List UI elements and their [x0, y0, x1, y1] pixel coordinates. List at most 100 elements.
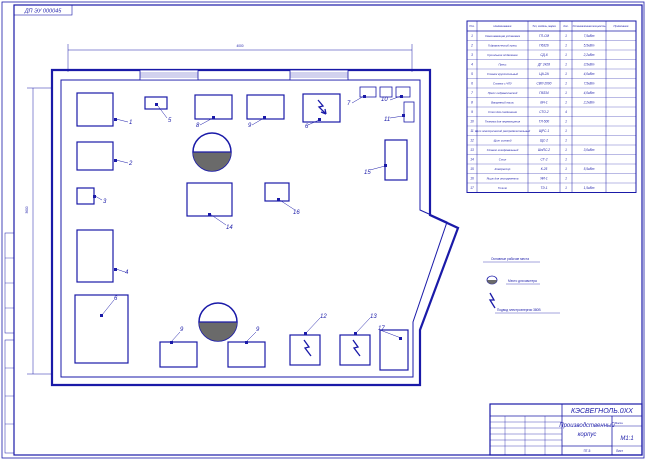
- table-cell: 11: [470, 129, 474, 133]
- table-cell: Тележка для перемещения: [485, 120, 521, 124]
- legend-main-workplaces: Основные рабочие места: [491, 257, 529, 261]
- dimension-width: 4000: [236, 44, 243, 48]
- top-stamp-box: [13, 4, 73, 16]
- legend-master-place: Место для мастера: [508, 279, 537, 283]
- table-cell: 1: [565, 129, 567, 133]
- position-labels: 1 2 3 4 6 5 8 9 6 7 10 11 15 14 16 9 9 1…: [103, 97, 390, 333]
- table-cell: Пресс: [499, 63, 508, 67]
- table-cell: 5,5кВт: [584, 167, 595, 171]
- top-stamp-text: ДП ЭУ 000045: [24, 9, 63, 15]
- table-cell: ЦА-2А: [539, 72, 548, 76]
- table-cell: Стол для соединения: [488, 110, 517, 114]
- equipment-15: [384, 139, 408, 181]
- table-cell: Щит силовой: [494, 139, 512, 143]
- pos-label-3: 3: [103, 199, 107, 205]
- table-cell: 1: [471, 34, 473, 38]
- equipment-8: [194, 94, 233, 120]
- equipment-6a: [74, 294, 129, 364]
- table-cell: Компрессор: [495, 167, 511, 171]
- table-cell: 2: [470, 44, 473, 48]
- equipment-9b: [159, 341, 198, 368]
- table-cell: 10: [470, 120, 474, 124]
- table-cell: 9: [471, 110, 473, 114]
- building-outline: [50, 68, 460, 387]
- table-cell: ЩРС-1: [539, 129, 549, 133]
- table-cell: ЯИ-1: [539, 177, 548, 181]
- table-cell: П6334: [539, 91, 549, 95]
- table-cell: 1: [565, 34, 567, 38]
- dimension-height: 3600: [25, 206, 29, 213]
- table-cell: 7,5кВт: [584, 82, 595, 86]
- power-supply-icon: [488, 292, 496, 309]
- table-cell: СТО-2: [539, 110, 549, 114]
- table-cell: 1: [565, 53, 567, 57]
- pos-label-9c: 9: [256, 327, 260, 333]
- legend: Основные рабочие места Место для мастера…: [483, 257, 560, 314]
- table-cell: 2,2кВт: [583, 53, 595, 57]
- pos-label-11: 11: [384, 117, 390, 123]
- table-cell: Гидравлический пресс: [488, 44, 518, 48]
- table-cell: Смешивающая установка: [485, 34, 520, 38]
- table-header-cell: Кол.: [563, 24, 568, 28]
- table-cell: ТЭ-1: [541, 186, 548, 190]
- table-cell: 4,0кВт: [584, 91, 595, 95]
- drawing-frame: [13, 4, 643, 456]
- table-cell: Станок круглопильный: [487, 72, 518, 76]
- dimension-top: 4000: [67, 44, 413, 72]
- table-cell: 3: [471, 53, 473, 57]
- pos-label-9a: 9: [248, 123, 252, 129]
- equipment-2: [76, 141, 114, 171]
- equipment-17: [379, 329, 409, 371]
- table-cell: СТ-2: [541, 158, 548, 162]
- table-cell: 13: [470, 148, 474, 152]
- window-left: [139, 69, 199, 81]
- pos-label-4: 4: [125, 270, 129, 276]
- table-cell: ТЛ-500: [539, 120, 550, 124]
- power-symbol-6: [317, 99, 327, 115]
- table-cell: Станок шлифовальный: [487, 148, 519, 152]
- table-border: [466, 20, 637, 193]
- table-cell: 1: [565, 139, 567, 143]
- scale-value: М1:1: [620, 436, 633, 442]
- equipment-6b: [302, 93, 341, 123]
- pos-label-6b: 6: [305, 124, 309, 130]
- table-cell: ДГ 2428: [537, 63, 550, 67]
- window-right: [289, 69, 349, 81]
- pos-label-17: 17: [378, 326, 385, 332]
- equipment-9a: [246, 94, 285, 120]
- table-cell: 7,5кВт: [584, 34, 595, 38]
- table-cell: СД-6: [540, 53, 548, 57]
- table-cell: ГП-СМ: [539, 34, 549, 38]
- pos-label-16: 16: [293, 210, 300, 216]
- table-cell: 8: [471, 101, 473, 105]
- table-cell: 6: [471, 82, 473, 86]
- table-cell: 4: [565, 110, 567, 114]
- power-symbol-13: [352, 339, 361, 357]
- table-header-cell: Тип, модель, марка: [532, 24, 556, 28]
- table-cell: Точило: [498, 186, 508, 190]
- table-cell: ШлПС-2: [538, 148, 550, 152]
- table-cell: Стол: [499, 158, 507, 162]
- master-place-1: [192, 132, 232, 172]
- org-code: ПГ-5: [584, 449, 591, 453]
- table-cell: 16: [470, 177, 474, 181]
- pos-label-10: 10: [381, 97, 388, 103]
- table-cell: 5: [471, 72, 473, 76]
- table-cell: 1: [565, 101, 567, 105]
- pos-label-13: 13: [370, 314, 377, 320]
- pos-label-9b: 9: [180, 327, 184, 333]
- title-line-1: Производственный: [559, 422, 615, 429]
- table-cell: 1: [565, 82, 567, 86]
- table-cell: Сушильное отделение: [487, 53, 518, 57]
- table-cell: 1: [565, 177, 567, 181]
- table-cell: 7: [471, 91, 473, 95]
- pos-label-7: 7: [347, 101, 351, 107]
- table-header-cell: Поз.: [469, 24, 474, 28]
- table-cell: 15: [470, 167, 474, 171]
- table-cell: 17: [470, 186, 474, 190]
- dimension-left: 3600: [25, 87, 52, 375]
- table-cell: 1: [565, 148, 567, 152]
- legend-power-supply: Подвод электроэнергии 380В: [497, 308, 541, 312]
